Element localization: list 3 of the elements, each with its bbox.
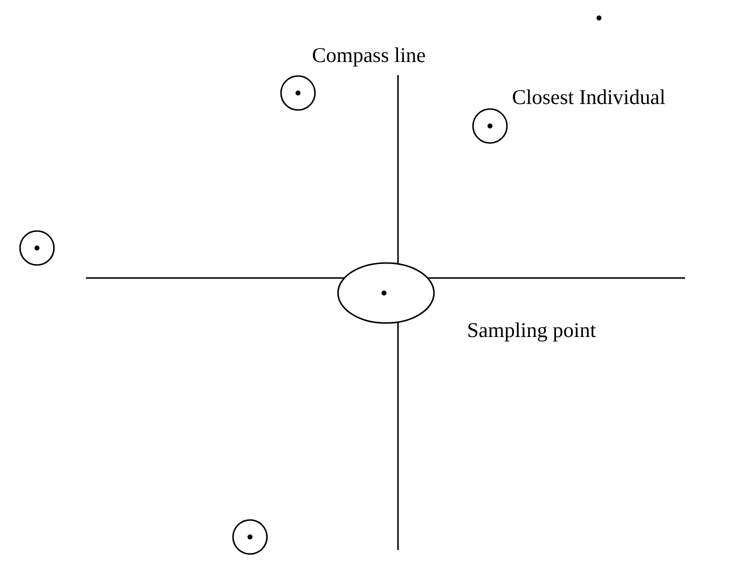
text-label: Compass line [312,43,426,68]
text-label: Sampling point [467,318,596,344]
text-label: Closest Individual [512,85,666,110]
